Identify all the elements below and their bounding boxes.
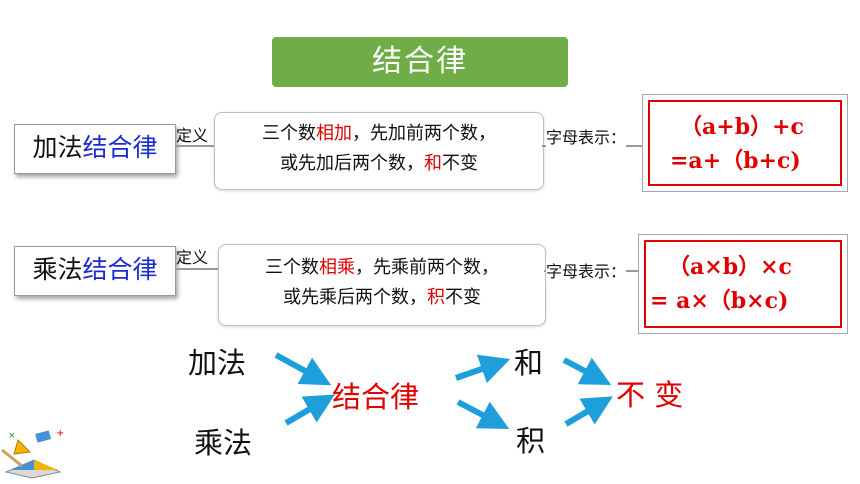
multiplication-def-text: 三个数 [265,257,319,278]
addition-def-text: ，先加前两个数， [352,123,496,144]
addition-definition-tag: 定义 [176,126,209,145]
multiplication-definition-tag: 定义 [176,248,209,267]
addition-def-text: 三个数 [262,123,316,144]
multiplication-law-label: 乘法结合律 [14,246,176,296]
addition-def-text: 或先加后两个数， [280,153,424,174]
page-title: 结合律 [272,37,568,87]
multiplication-connector-left [176,268,220,270]
math-tools-clipart: + × [1,428,64,479]
addition-formula-line2: =a+（b+c) [670,148,801,174]
multiplication-def-text: 不变 [445,287,481,308]
multiplication-def-text: ，先乘前两个数， [355,257,499,278]
addition-law-prefix: 加法 [32,133,83,162]
arrow-sum-to-unchanged [562,357,612,386]
multiplication-law-prefix: 乘法 [32,255,83,284]
multiplication-formula-frame: （a×b）×c = a×（b×c) [638,234,848,334]
multiplication-formula-line1: （a×b）×c [668,254,792,280]
addition-def-line2: 或先加后两个数，和不变 [215,149,543,179]
addition-law-suffix: 结合律 [82,133,158,162]
addition-connector-left [176,145,216,147]
addition-def-line1: 三个数相加，先加前两个数， [215,113,543,149]
addition-formula-tag: 字母表示： [546,124,627,148]
multiplication-def-highlight: 积 [427,287,445,308]
addition-law-label: 加法结合律 [14,124,176,174]
addition-formula-frame: （a+b）+c =a+（b+c) [642,94,848,192]
summary-sum: 和 [514,346,544,380]
addition-def-highlight: 和 [424,153,442,174]
multiplication-def-highlight: 相乘 [319,257,355,278]
summary-addition: 加法 [188,346,247,380]
multiplication-def-line1: 三个数相乘，先乘前两个数， [219,245,545,283]
multiplication-formula-line2: = a×（b×c) [650,288,789,314]
multiplication-definition-box: 三个数相乘，先乘前两个数， 或先乘后两个数，积不变 [218,244,546,326]
arrow-law-to-product [456,399,510,429]
multiplication-formula-box: （a×b）×c = a×（b×c) [644,240,842,328]
addition-def-highlight: 相加 [316,123,352,144]
addition-def-text: 不变 [442,153,478,174]
addition-definition-box: 三个数相加，先加前两个数， 或先加后两个数，和不变 [214,112,544,190]
arrow-product-to-unchanged [564,396,613,427]
addition-formula-box: （a+b）+c =a+（b+c) [648,100,842,186]
summary-unchanged: 不 变 [616,378,684,412]
summary-multiplication: 乘法 [194,426,253,460]
multiplication-formula-tag: 字母表示： [546,258,627,282]
addition-formula-line1: （a+b）+c [680,114,804,140]
arrow-addition-to-law [274,352,332,386]
arrow-multiplication-to-law [284,394,335,426]
summary-associative-law: 结合律 [332,380,420,414]
multiplication-def-line2: 或先乘后两个数，积不变 [219,283,545,313]
svg-text:+: + [56,428,64,439]
multiplication-def-text: 或先乘后两个数， [283,287,427,308]
svg-text:×: × [8,431,16,441]
multiplication-law-suffix: 结合律 [82,255,158,284]
arrow-law-to-sum [455,354,511,384]
summary-product: 积 [516,424,546,458]
